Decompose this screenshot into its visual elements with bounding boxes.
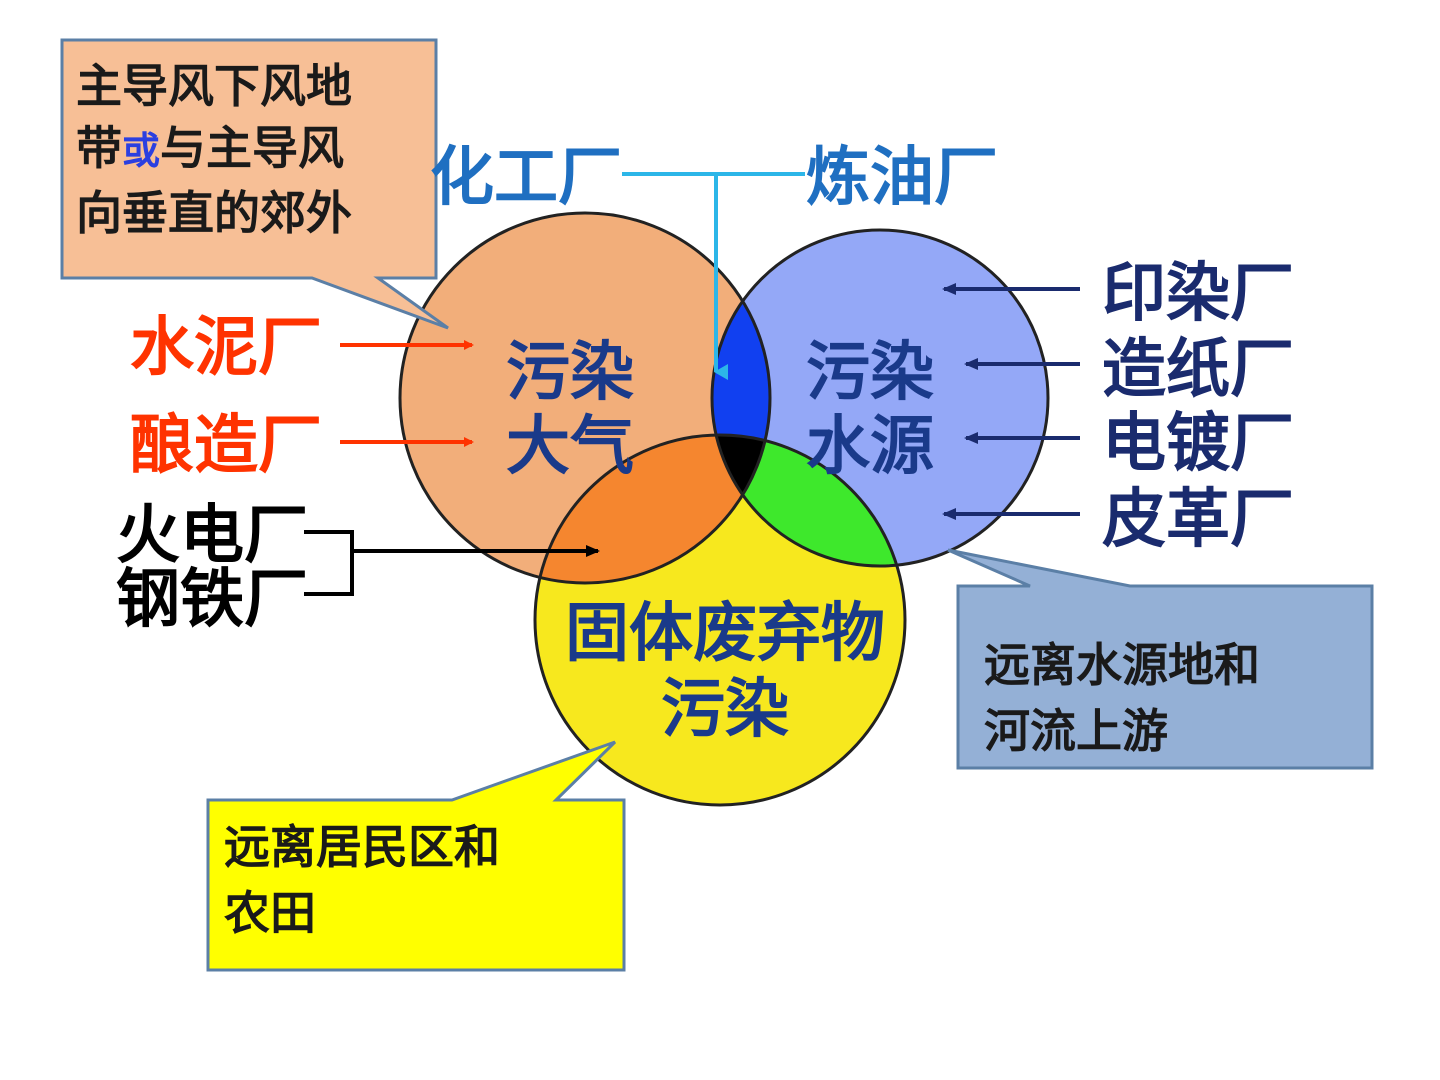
water-solid-overlap — [712, 435, 905, 566]
leather-plant-label: 皮革厂 — [1102, 483, 1294, 557]
air-callout-line2b: 与主导风 — [160, 121, 345, 175]
water-circle-outline — [710, 228, 1050, 568]
solid-callout-text: 远离居民区和 农田 — [224, 814, 500, 946]
water-callout-line2: 河流上游 — [984, 704, 1168, 758]
cement-plant-label: 水泥厂 — [130, 311, 322, 385]
air-callout-shape — [60, 38, 449, 330]
solid-callout-shape — [206, 740, 626, 972]
solid-circle-outline — [533, 433, 907, 807]
solid-circle-label-line2: 污染 — [661, 673, 789, 747]
brewery-label: 酿造厂 — [130, 409, 322, 483]
air-callout-text: 主导风下风地 带或与主导风 向垂直的郊外 — [76, 55, 352, 244]
paper-mill-label: 造纸厂 — [1102, 333, 1294, 407]
water-circle-label: 污染 水源 — [806, 336, 934, 484]
air-circle-label-line2: 大气 — [506, 410, 634, 484]
air-callout-line3: 向垂直的郊外 — [76, 186, 352, 240]
dyeing-plant-label: 印染厂 — [1102, 257, 1294, 331]
solid-circle-label: 固体废弃物 污染 — [560, 596, 890, 748]
air-callout-line1: 主导风下风地 — [76, 59, 352, 113]
power-steel-bracket — [304, 530, 354, 596]
chemical-plant-label: 化工厂 — [430, 141, 622, 215]
water-callout-text: 远离水源地和 河流上游 — [984, 632, 1260, 764]
refinery-label: 炼油厂 — [806, 141, 998, 215]
air-callout-line2: 带或与主导风 — [76, 117, 352, 182]
plating-plant-label: 电镀厂 — [1102, 407, 1294, 481]
air-callout-line2a: 带 — [76, 121, 122, 175]
power-plant-label: 火电厂 — [116, 499, 308, 573]
water-circle-label-line1: 污染 — [806, 336, 934, 410]
air-circle-outline — [398, 211, 772, 585]
water-callout-shape — [947, 548, 1374, 770]
air-callout-or: 或 — [122, 129, 161, 173]
solid-callout-line2: 农田 — [224, 886, 316, 940]
air-solid-overlap — [535, 435, 770, 583]
air-circle-label-line1: 污染 — [506, 336, 634, 410]
solid-circle-label-line1: 固体废弃物 — [565, 597, 885, 671]
water-callout-line1: 远离水源地和 — [984, 638, 1260, 692]
water-circle-label-line2: 水源 — [806, 410, 934, 484]
solid-callout-line1: 远离居民区和 — [224, 820, 500, 874]
steel-plant-label: 钢铁厂 — [116, 563, 308, 637]
air-circle-label: 污染 大气 — [506, 336, 634, 484]
